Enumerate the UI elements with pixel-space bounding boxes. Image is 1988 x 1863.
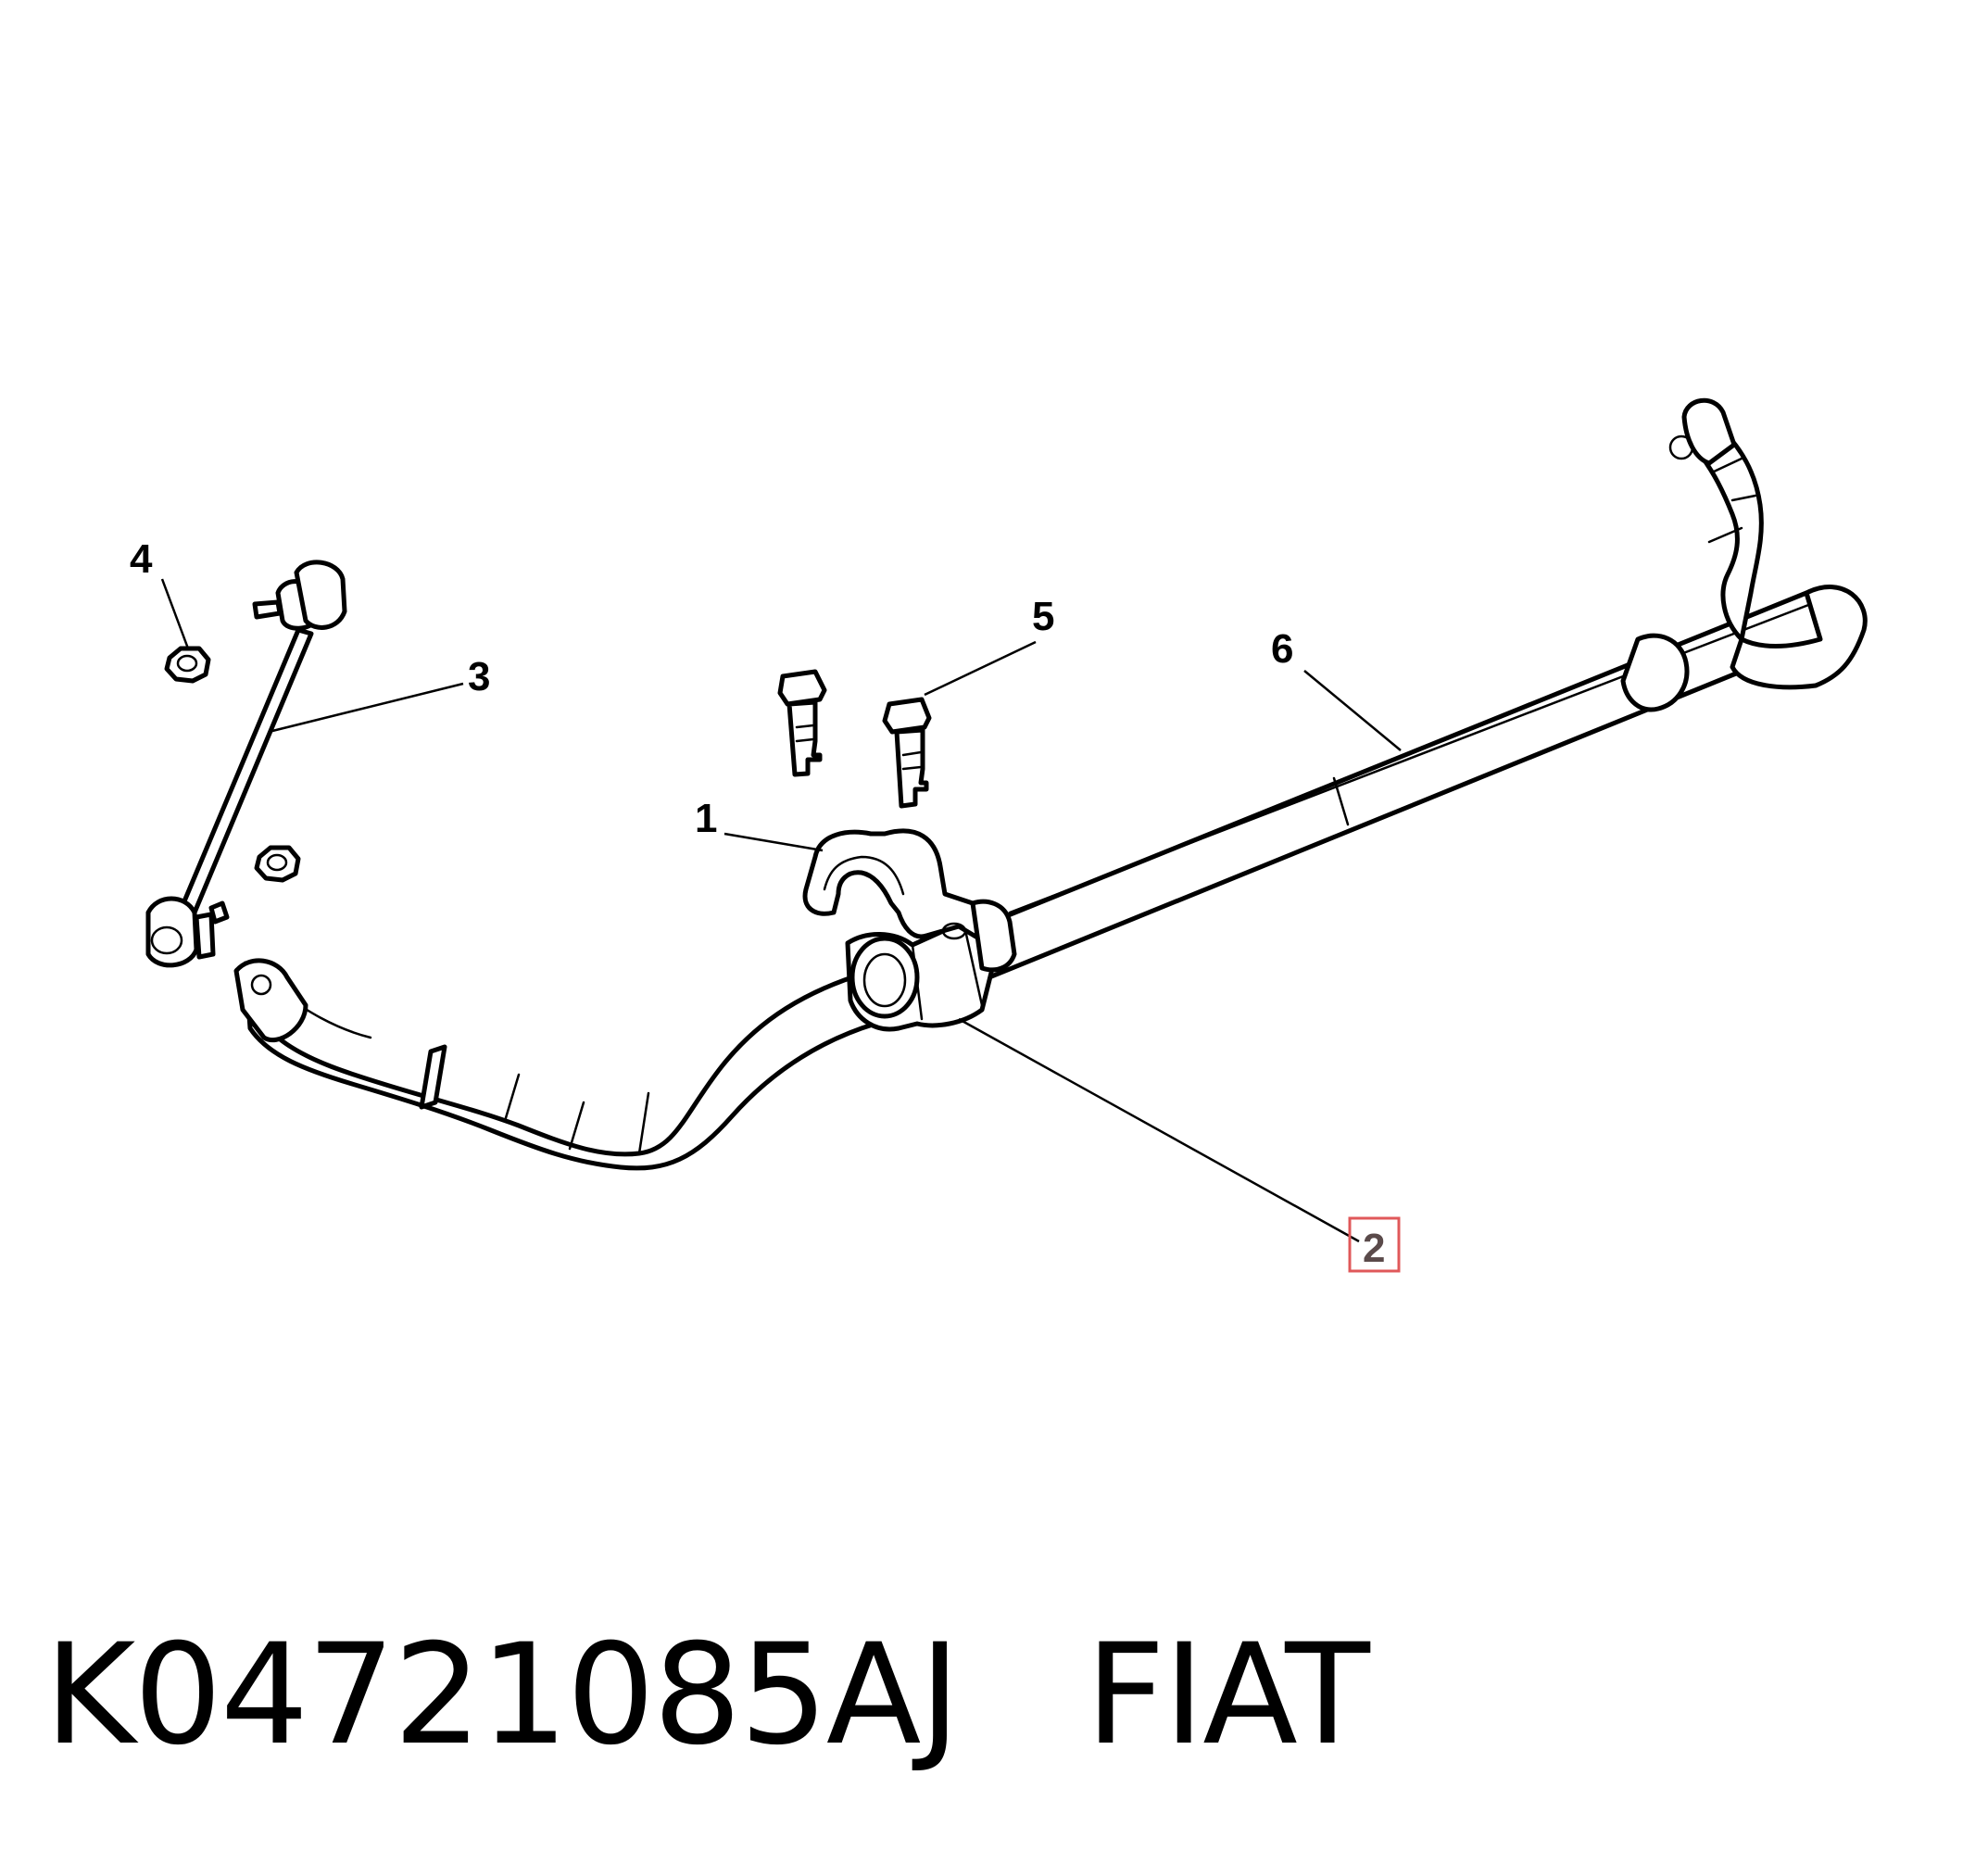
callout-4: 4 <box>130 536 153 582</box>
leader-line-6 <box>1303 670 1402 751</box>
bolt-right <box>882 697 932 809</box>
leader-lines <box>160 578 1402 1243</box>
callout-6: 6 <box>1271 626 1293 672</box>
stabilizer-bar-drawing: 4 3 5 6 1 2 <box>130 397 1868 1273</box>
callout-5: 5 <box>1032 594 1054 639</box>
stabilizer-link <box>145 560 347 968</box>
brand-name: FIAT <box>1085 1615 1370 1776</box>
leader-line-4 <box>160 578 190 649</box>
callout-1: 1 <box>695 796 717 841</box>
callouts: 4 3 5 6 1 2 <box>130 536 1401 1273</box>
part-number: K04721085AJ <box>44 1615 961 1776</box>
nut-upper <box>164 646 211 684</box>
leader-line-2 <box>958 1017 1360 1243</box>
nut-lower <box>254 845 301 883</box>
stabilizer-bar <box>233 397 1868 1171</box>
leader-line-3 <box>268 682 464 734</box>
bushing <box>845 919 995 1032</box>
bracket-clamp <box>802 828 1017 973</box>
leader-line-1 <box>723 832 824 852</box>
callout-2-highlight-box <box>1348 1216 1401 1273</box>
leader-line-5 <box>924 640 1037 697</box>
bolt-left <box>777 669 827 777</box>
part-caption: K04721085AJ FIAT <box>44 1615 1370 1776</box>
callout-3: 3 <box>468 654 490 699</box>
callout-2: 2 <box>1363 1226 1385 1271</box>
